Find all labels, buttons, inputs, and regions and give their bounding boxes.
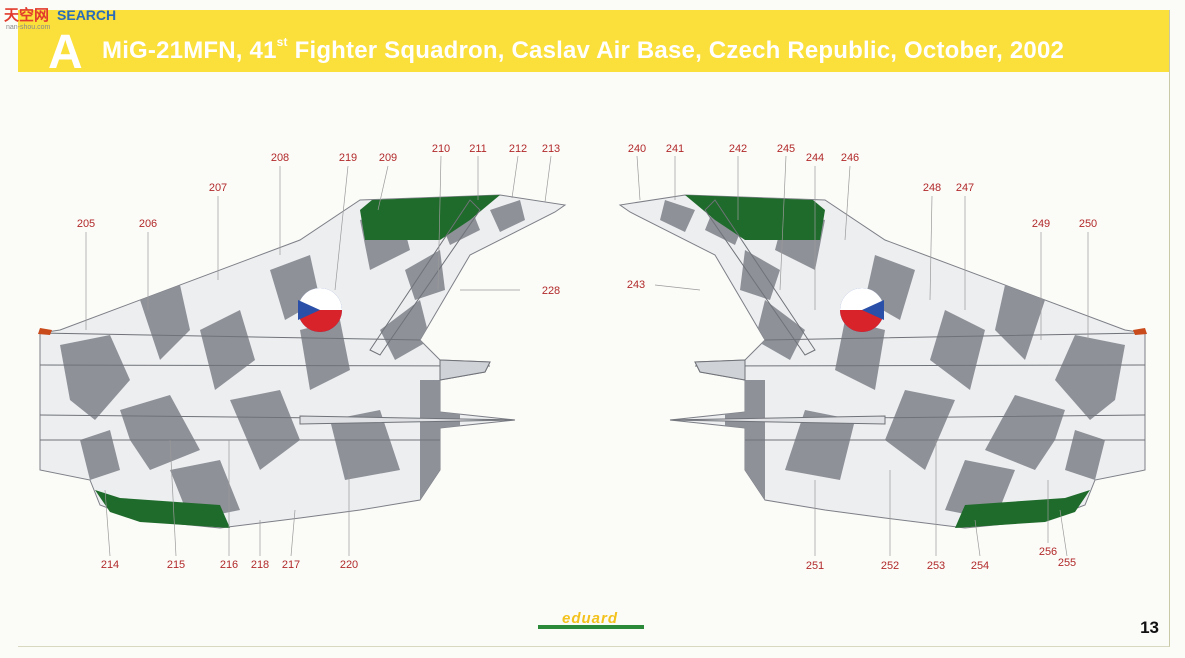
callout-211: 211 <box>469 143 487 155</box>
callout-207: 207 <box>208 182 228 194</box>
callout-243: 243 <box>626 279 646 291</box>
banner-title: MiG-21MFN, 41st Fighter Squadron, Caslav… <box>102 35 1065 64</box>
callout-217: 217 <box>281 559 301 571</box>
callout-252: 252 <box>880 560 900 572</box>
callout-215: 215 <box>166 559 186 571</box>
callout-206: 206 <box>138 218 158 230</box>
watermark-cn: 天空网 <box>4 7 50 24</box>
callout-240: 240 <box>627 143 647 155</box>
callout-209: 209 <box>378 152 398 164</box>
callout-leaders <box>85 155 1089 557</box>
page-number: 13 <box>1140 618 1159 637</box>
callout-253: 253 <box>926 560 946 572</box>
callout-214: 214 <box>100 559 120 571</box>
callout-244: 244 <box>805 152 825 164</box>
callout-248: 248 <box>922 182 942 194</box>
eduard-logo: eduard <box>532 610 648 629</box>
callout-210: 210 <box>431 143 451 155</box>
callout-205: 205 <box>76 218 96 230</box>
callout-213: 213 <box>541 143 561 155</box>
variant-letter: A <box>48 26 83 79</box>
callout-249: 249 <box>1031 218 1051 230</box>
callout-216: 216 <box>219 559 239 571</box>
page-frame <box>18 10 1170 647</box>
callout-245: 245 <box>776 143 796 155</box>
callout-220: 220 <box>339 559 359 571</box>
callout-256: 256 <box>1038 546 1058 558</box>
callout-212: 212 <box>508 143 528 155</box>
watermark-url: nan-shou.com <box>6 24 51 31</box>
callout-251: 251 <box>805 560 825 572</box>
callout-242: 242 <box>728 143 748 155</box>
callout-208: 208 <box>270 152 290 164</box>
callout-219: 219 <box>338 152 358 164</box>
callout-255: 255 <box>1057 557 1077 569</box>
callout-247: 247 <box>955 182 975 194</box>
title-banner: A MiG-21MFN, 41st Fighter Squadron, Casl… <box>18 10 1169 78</box>
left-tail-profile <box>38 194 567 529</box>
callout-228: 228 <box>541 285 561 297</box>
callout-218: 218 <box>250 559 270 571</box>
watermark: 天空网 SEARCH <box>4 4 116 28</box>
logo-bar <box>538 625 644 629</box>
callout-246: 246 <box>840 152 860 164</box>
logo-text: eduard <box>561 610 618 627</box>
callout-254: 254 <box>970 560 990 572</box>
right-tail-profile <box>618 194 1147 529</box>
watermark-en: SEARCH <box>57 7 117 23</box>
callout-250: 250 <box>1078 218 1098 230</box>
callout-241: 241 <box>665 143 685 155</box>
